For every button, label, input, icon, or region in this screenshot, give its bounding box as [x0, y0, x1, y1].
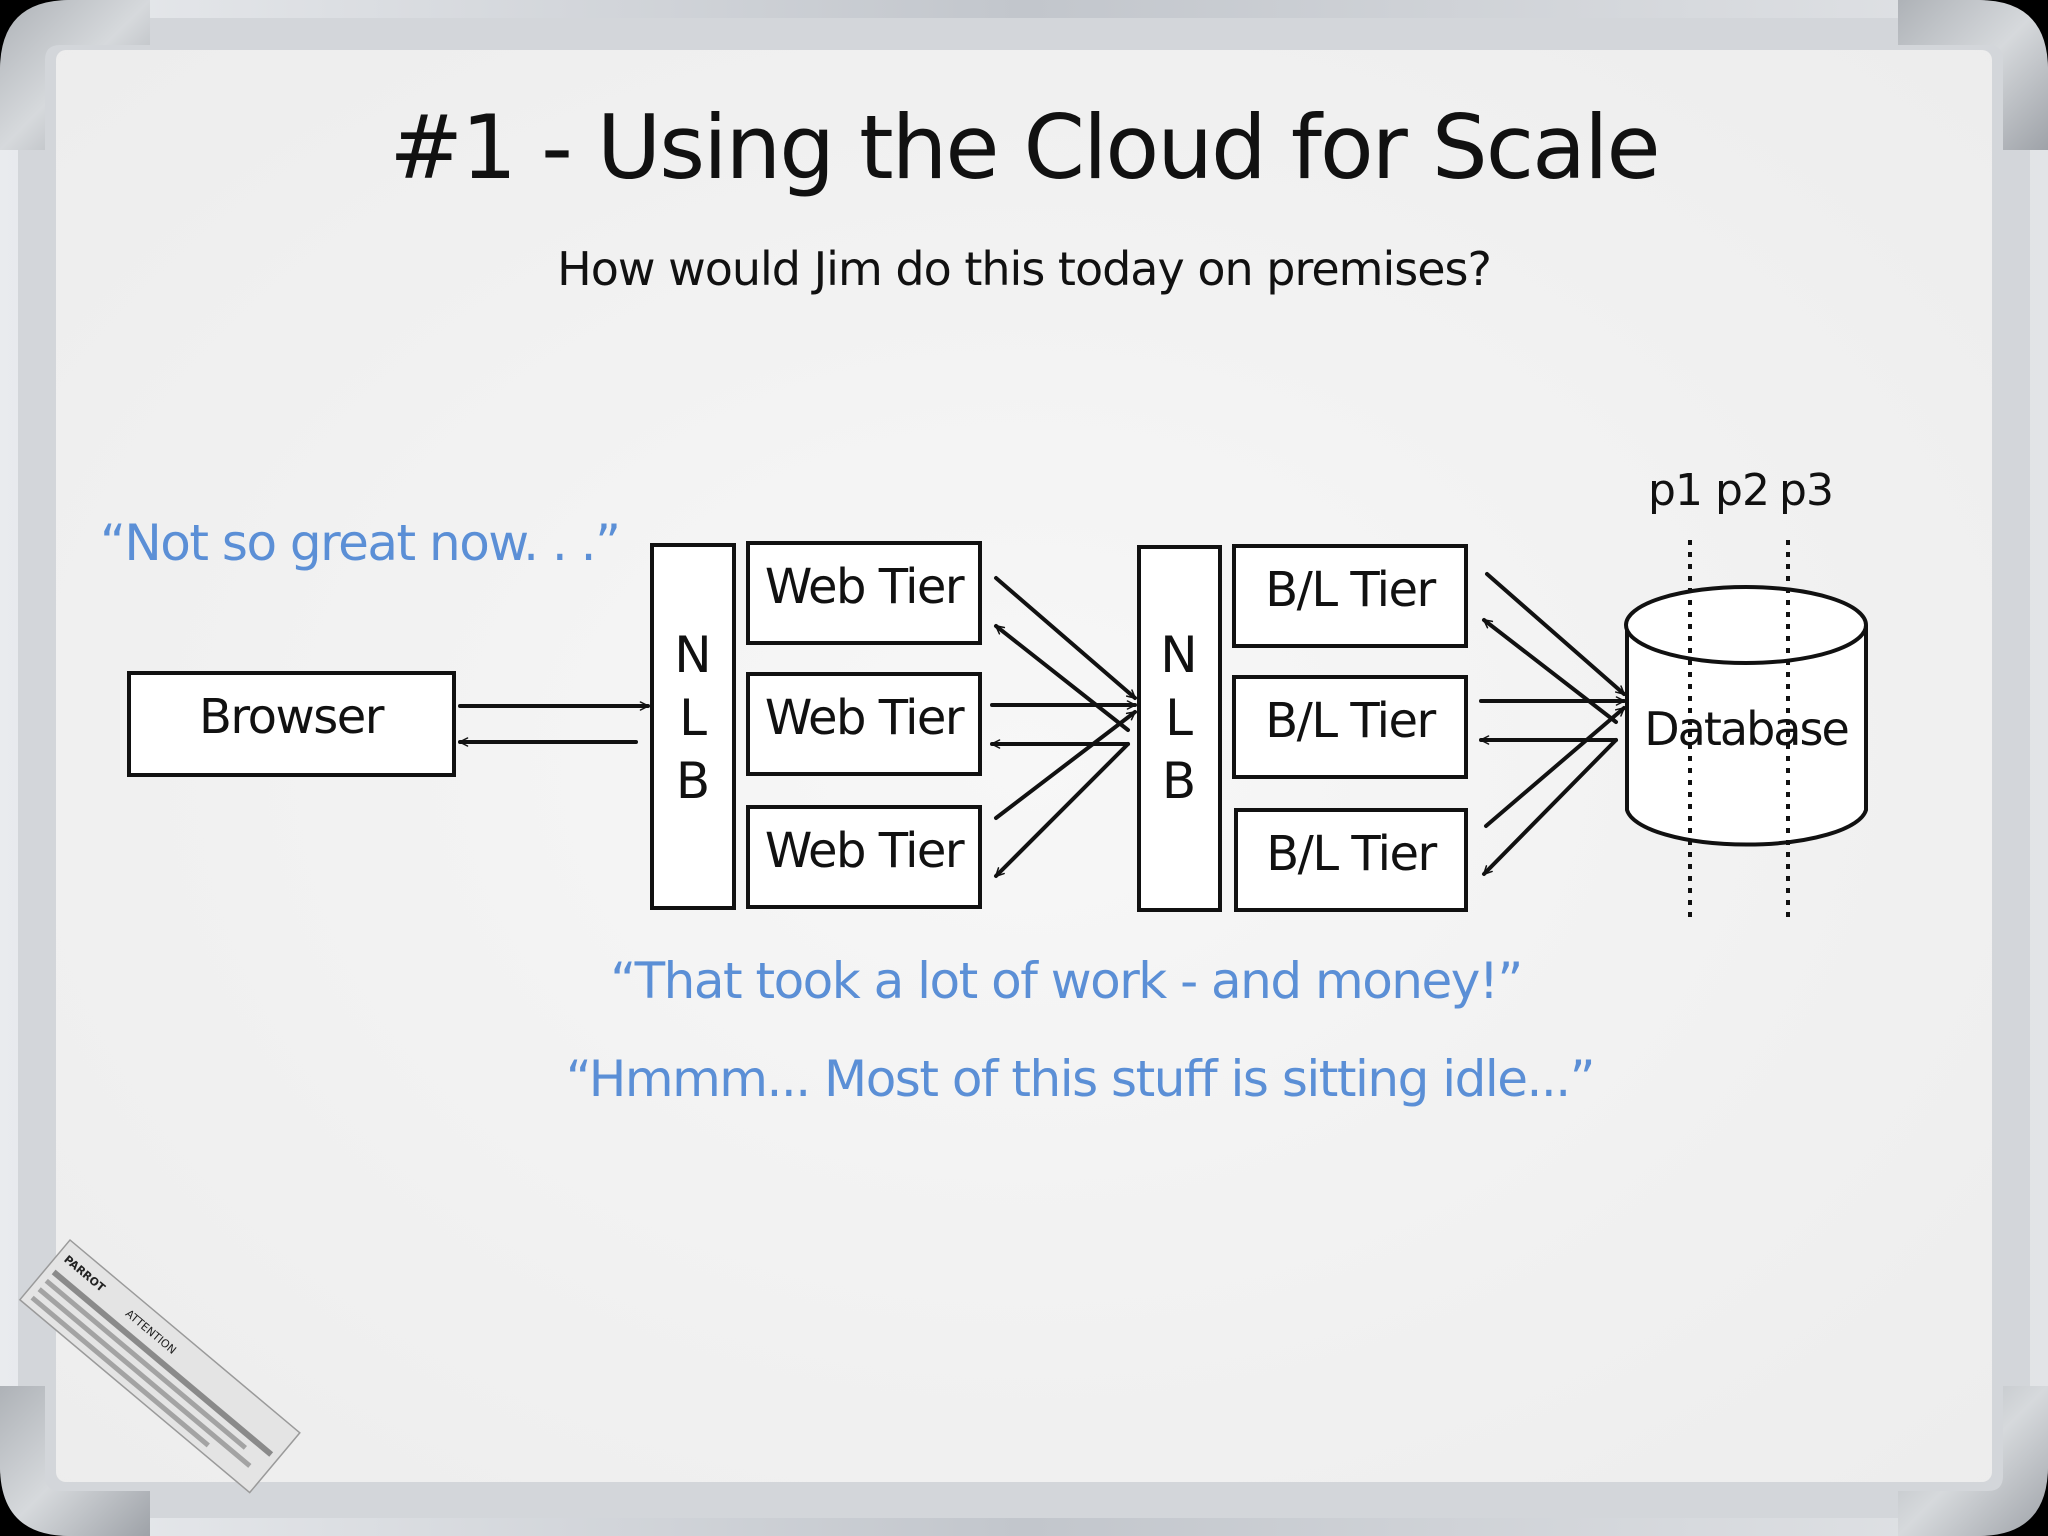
database-label: Database — [1644, 702, 1848, 756]
frame-corner-top-left — [0, 0, 150, 150]
page-subtitle: How would Jim do this today on premises? — [557, 242, 1491, 296]
board-surface — [56, 50, 1992, 1482]
web-tier-2: Web Tier — [746, 672, 982, 776]
nlb-1: N L B — [650, 543, 736, 910]
web-tier-3: Web Tier — [746, 805, 982, 909]
partition-label-p3: p3 — [1779, 465, 1833, 516]
bl-tier-1: B/L Tier — [1232, 544, 1468, 648]
database-cylinder: Database — [1624, 585, 1868, 847]
database-partitions: p1 p2 p3 — [1648, 465, 1834, 920]
partition-label-p2: p2 — [1715, 465, 1769, 516]
nlb-2: N L B — [1137, 545, 1222, 912]
frame-corner-top-right — [1898, 0, 2048, 150]
note-sitting-idle: “Hmmm... Most of this stuff is sitting i… — [566, 1050, 1594, 1108]
nlb-1-letter-n: N — [674, 626, 711, 684]
page-title: #1 - Using the Cloud for Scale — [389, 96, 1658, 199]
web-tier-1: Web Tier — [746, 541, 982, 645]
frame-corner-bottom-left — [0, 1386, 150, 1536]
nlb-2-letter-b: B — [1162, 752, 1196, 810]
bl-db-arrows — [1479, 572, 1626, 876]
nlb-1-letter-l: L — [679, 689, 707, 747]
browser-box: Browser — [127, 671, 456, 777]
note-not-so-great: “Not so great now. . .” — [100, 514, 619, 572]
note-took-work: “That took a lot of work - and money!” — [610, 952, 1522, 1010]
nlb-2-letter-l: L — [1165, 689, 1193, 747]
bl-tier-3-label: B/L Tier — [1266, 826, 1437, 882]
browser-nlb-arrows — [458, 701, 650, 747]
web-tier-1-label: Web Tier — [765, 559, 965, 615]
manufacturer-sticker: PARROT ATTENTION — [18, 1238, 301, 1494]
web-nlb-arrows — [990, 576, 1137, 878]
web-tier-3-label: Web Tier — [765, 823, 965, 879]
bl-tier-2: B/L Tier — [1232, 675, 1468, 779]
bl-tier-3: B/L Tier — [1234, 808, 1468, 912]
frame-corner-bottom-right — [1898, 1386, 2048, 1536]
browser-label: Browser — [199, 689, 385, 745]
bl-tier-1-label: B/L Tier — [1265, 562, 1436, 618]
web-tier-2-label: Web Tier — [765, 690, 965, 746]
nlb-1-letter-b: B — [676, 752, 710, 810]
bl-tier-2-label: B/L Tier — [1265, 693, 1436, 749]
nlb-2-letter-n: N — [1160, 626, 1197, 684]
partition-label-p1: p1 — [1648, 465, 1702, 516]
